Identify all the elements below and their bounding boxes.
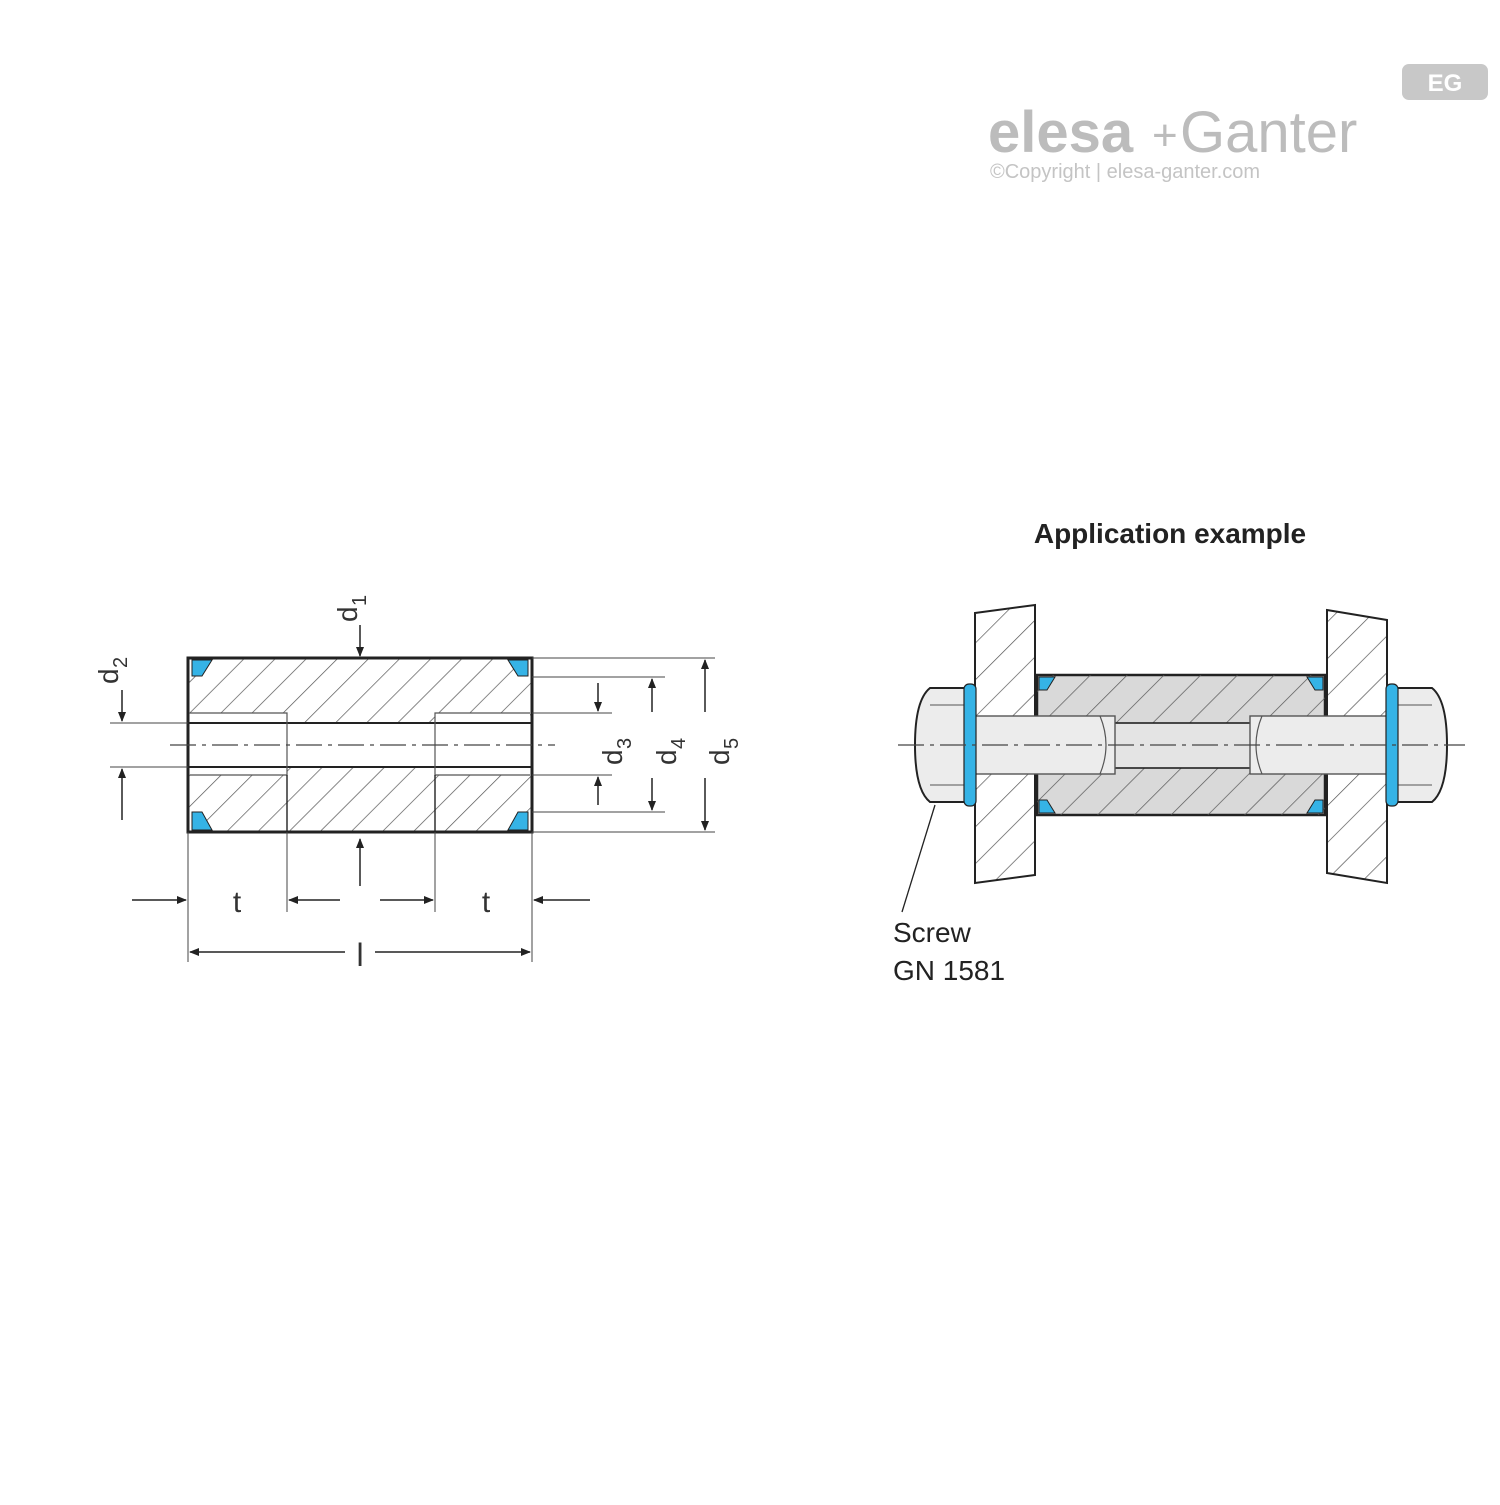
- application-title: Application example: [1034, 518, 1306, 549]
- app-seal-top-right: [1306, 676, 1324, 691]
- d5-label: d 5: [704, 738, 743, 765]
- bushing-section-view: d 1 d 2 d 3 d 4: [93, 595, 743, 973]
- logo-brand-plus: +: [1152, 111, 1178, 160]
- left-counterbore-edge: [190, 712, 288, 776]
- screw-label-line2: GN 1581: [893, 955, 1005, 986]
- application-example: Application example Scr: [893, 518, 1465, 986]
- brand-logo: EG elesa + Ganter ©Copyright | elesa-gan…: [988, 64, 1488, 183]
- logo-badge: [1402, 64, 1488, 100]
- d2-label-sub: 2: [110, 657, 132, 668]
- lower-wall-hatch: [188, 767, 532, 832]
- d3-label-sub: 3: [614, 738, 636, 749]
- seal-bottom-left: [191, 811, 213, 831]
- left-screw-thread-end: [1099, 715, 1107, 775]
- seal-top-left: [191, 659, 213, 677]
- d5-label-base: d: [704, 749, 735, 765]
- seal-top-right: [507, 659, 529, 677]
- d1-label-base: d: [332, 606, 363, 622]
- d1-label: d 1: [332, 595, 371, 622]
- d1-label-sub: 1: [349, 595, 371, 606]
- t-left-label: t: [233, 886, 242, 919]
- app-seal-bottom-right: [1306, 799, 1324, 814]
- screw-label-line1: Screw: [893, 917, 972, 948]
- app-seal-bottom-left: [1038, 799, 1056, 814]
- d5-label-sub: 5: [721, 738, 743, 749]
- d4-label-base: d: [651, 749, 682, 765]
- app-seal-top-left: [1038, 676, 1056, 691]
- logo-brand-ganter: Ganter: [1180, 100, 1357, 165]
- right-counterbore-edge: [434, 712, 530, 776]
- d3-label: d 3: [597, 738, 636, 765]
- logo-copyright: ©Copyright | elesa-ganter.com: [990, 161, 1260, 183]
- d2-label: d 2: [93, 657, 132, 684]
- l-label: l: [356, 937, 363, 973]
- seal-bottom-right: [507, 811, 529, 831]
- logo-badge-text: EG: [1428, 70, 1463, 97]
- d3-label-base: d: [597, 749, 628, 765]
- d2-label-base: d: [93, 668, 124, 684]
- logo-brand-elesa: elesa: [988, 100, 1134, 165]
- screw-leader-line: [901, 804, 936, 913]
- d4-label-sub: 4: [668, 738, 690, 749]
- upper-wall-hatch: [188, 658, 532, 723]
- d4-label: d 4: [651, 738, 690, 765]
- t-right-label: t: [482, 886, 491, 919]
